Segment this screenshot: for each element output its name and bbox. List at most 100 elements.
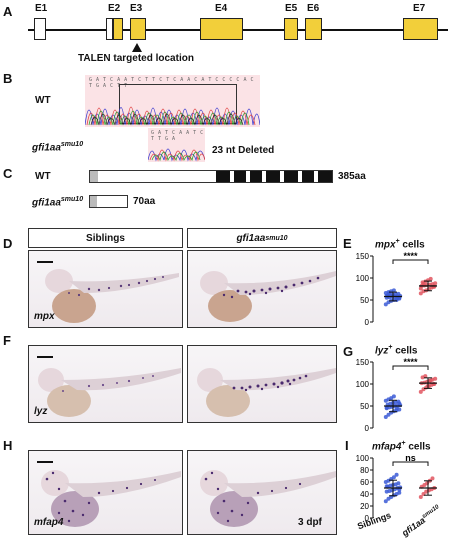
exon-label-e4: E4 bbox=[215, 3, 228, 14]
data-point bbox=[394, 406, 399, 411]
image-mfap4-mutant: 3 dpf bbox=[187, 450, 337, 535]
data-point bbox=[396, 481, 401, 486]
siblings-header: Siblings bbox=[28, 228, 183, 248]
panel-a-label: A bbox=[3, 4, 13, 19]
data-point bbox=[418, 291, 423, 296]
data-point bbox=[418, 495, 423, 499]
embryo-lyz-siblings bbox=[38, 368, 181, 417]
mutant-label-b-base: gfi1aa bbox=[32, 142, 61, 154]
mutant-length: 70aa bbox=[133, 196, 156, 207]
gene-label-mfap4: mfap4 bbox=[34, 517, 64, 528]
mutant-chromatogram: G A T C A A T C T T G A bbox=[148, 128, 205, 162]
data-point bbox=[397, 490, 402, 495]
wt-sequence: G A T C A A T C T T C T C A A C A T C C … bbox=[89, 77, 254, 89]
talen-arrow-icon bbox=[132, 43, 142, 52]
significance-label: **** bbox=[403, 251, 418, 261]
data-point bbox=[428, 378, 433, 383]
data-point bbox=[391, 288, 396, 293]
data-point bbox=[391, 394, 396, 399]
exon-e4 bbox=[200, 18, 243, 40]
y-tick-label: 0 bbox=[365, 424, 370, 433]
panel-i-label: I bbox=[345, 438, 349, 453]
embryo-mfap4-siblings bbox=[41, 470, 181, 527]
wt-protein-start bbox=[90, 171, 98, 182]
exon-label-e6: E6 bbox=[307, 3, 320, 14]
data-point bbox=[418, 286, 423, 291]
chart-g-title-rest: cells bbox=[392, 345, 418, 357]
panel-g-label: G bbox=[343, 344, 354, 359]
data-point bbox=[394, 472, 399, 477]
talen-label: TALEN targeted location bbox=[78, 53, 194, 64]
data-point bbox=[391, 475, 396, 480]
chart-i-title-sup: + bbox=[401, 440, 406, 447]
scale-bar-mfap4 bbox=[37, 461, 53, 463]
chart-e: 150 100 50 0 **** bbox=[356, 251, 438, 327]
mutant-sequence: G A T C A A T C T T G A bbox=[151, 130, 204, 142]
data-point bbox=[433, 376, 438, 381]
embryo-mpx-mutant bbox=[200, 271, 336, 322]
panel-h-label: H bbox=[3, 438, 13, 453]
y-tick-label: 60 bbox=[360, 478, 369, 487]
exon-e1 bbox=[34, 18, 46, 40]
y-tick-label: 40 bbox=[360, 490, 369, 499]
image-mpx-siblings: mpx bbox=[28, 250, 183, 328]
chart-i-title-gene: mfap4 bbox=[372, 441, 402, 453]
exon-e7 bbox=[403, 18, 438, 40]
exon-label-e1: E1 bbox=[35, 3, 48, 14]
panel-c-label: C bbox=[3, 166, 13, 181]
mutant-header-base: gfi1aa bbox=[236, 232, 266, 244]
data-point bbox=[433, 281, 438, 286]
exon-e6 bbox=[305, 18, 322, 40]
data-point bbox=[397, 401, 402, 406]
chart-g-title-gene: lyz bbox=[375, 345, 389, 357]
data-point bbox=[418, 389, 423, 394]
y-tick-label: 100 bbox=[356, 274, 370, 283]
y-tick-label: 80 bbox=[360, 466, 369, 475]
y-tick-label: 50 bbox=[360, 402, 369, 411]
y-tick-label: 100 bbox=[356, 380, 370, 389]
y-tick-label: 50 bbox=[360, 296, 369, 305]
wt-deleted-region-box bbox=[119, 84, 237, 124]
y-tick-label: 0 bbox=[365, 318, 370, 327]
exon-e5 bbox=[284, 18, 298, 40]
mutant-trace bbox=[148, 148, 205, 162]
wt-label-b: WT bbox=[35, 95, 51, 106]
deleted-label: 23 nt Deleted bbox=[212, 145, 275, 156]
mutant-header-sup: smu10 bbox=[265, 234, 288, 242]
exon-label-e3: E3 bbox=[130, 3, 143, 14]
y-tick-label: 20 bbox=[360, 502, 369, 511]
scale-bar bbox=[37, 261, 53, 263]
panel-f-label: F bbox=[3, 333, 11, 348]
chart-e-title: mpx+ cells bbox=[375, 238, 425, 250]
data-point bbox=[383, 302, 388, 307]
chart-i-title-rest: cells bbox=[405, 441, 431, 453]
data-point bbox=[423, 374, 428, 379]
wt-protein-bar bbox=[89, 170, 333, 183]
panel-d-label: D bbox=[3, 236, 13, 251]
significance-bracket bbox=[392, 259, 429, 264]
embryo-mfap4-mutant bbox=[200, 470, 336, 527]
data-point bbox=[386, 412, 391, 417]
significance-bracket bbox=[392, 461, 429, 466]
y-tick-label: 150 bbox=[356, 252, 370, 261]
wt-label-c: WT bbox=[35, 171, 51, 182]
y-tick-label: 0 bbox=[365, 514, 370, 522]
chart-i-title: mfap4+ cells bbox=[372, 440, 431, 452]
data-point bbox=[396, 291, 401, 296]
embryo-mpx-siblings bbox=[45, 269, 179, 323]
mutant-label-b-sup: smu10 bbox=[60, 141, 84, 148]
exon-e2-white bbox=[106, 18, 113, 40]
zinc-finger-region bbox=[216, 171, 332, 182]
significance-label: **** bbox=[403, 357, 418, 367]
y-tick-label: 100 bbox=[356, 454, 370, 463]
data-point bbox=[421, 281, 426, 286]
chart-e-title-sup: + bbox=[395, 238, 400, 245]
exon-label-e5: E5 bbox=[285, 3, 298, 14]
stage-label: 3 dpf bbox=[298, 517, 322, 528]
panel-e-label: E bbox=[343, 236, 352, 251]
wt-chromatogram: G A T C A A T C T T C T C A A C A T C C … bbox=[85, 75, 260, 127]
mutant-label-b: gfi1aasmu10 bbox=[32, 141, 83, 153]
